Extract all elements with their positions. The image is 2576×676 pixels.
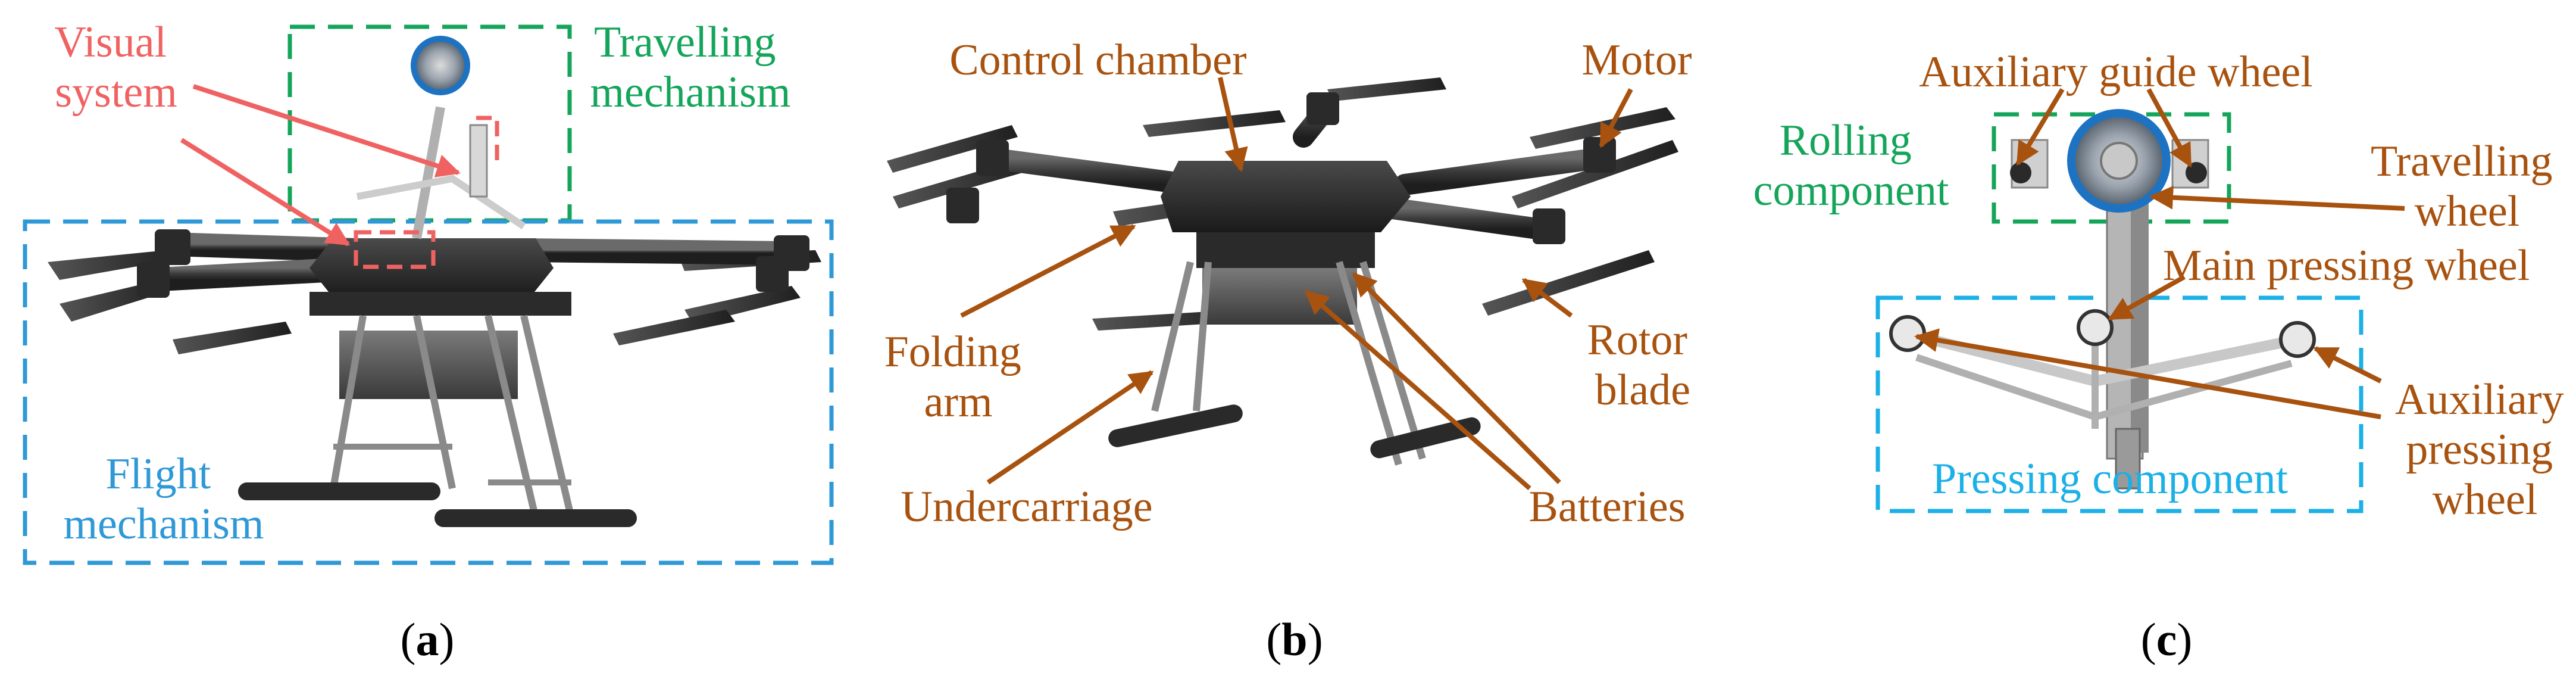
visual-system-label: Visual system — [54, 18, 177, 117]
pressing-component-label: Pressing component — [1932, 454, 2289, 503]
flight-mechanism-box — [23, 219, 834, 565]
motor-label: Motor — [1582, 36, 1692, 85]
caption-a: (a) — [401, 613, 455, 665]
main-pressing-wheel-label: Main pressing wheel — [2163, 241, 2530, 290]
drone-b-illustration — [887, 77, 1678, 466]
visual-system-arrow-2 — [192, 84, 461, 177]
rolling-component-label: Rolling component — [1753, 116, 1949, 215]
auxiliary-pressing-wheel-label: Auxiliary pressing wheel — [2395, 375, 2575, 524]
auxiliary-guide-wheel-label: Auxiliary guide wheel — [1919, 48, 2313, 96]
travelling-mechanism-label: Travelling mechanism — [590, 18, 790, 117]
drone-a-illustration — [48, 36, 821, 527]
caption-b: (b) — [1266, 613, 1323, 665]
travelling-wheel-label: Travelling wheel — [2371, 137, 2564, 236]
visual-system-arrow-1 — [180, 138, 351, 247]
control-chamber-label: Control chamber — [949, 36, 1246, 85]
batteries-label: Batteries — [1528, 482, 1685, 531]
panel-b: Control chamber Motor Folding arm Rotor … — [884, 36, 1698, 665]
panel-a: Visual system Travelling mechanism Fligh… — [23, 18, 834, 665]
caption-c: (c) — [2141, 613, 2193, 665]
rotor-blade-label: Rotor blade — [1587, 316, 1698, 415]
flight-mechanism-label: Flight mechanism — [63, 450, 264, 549]
undercarriage-label: Undercarriage — [901, 482, 1152, 531]
folding-arm-label: Folding arm — [884, 328, 1033, 426]
panel-c: Auxiliary guide wheel Rolling component … — [1753, 48, 2575, 665]
travelling-robot-illustration — [1889, 109, 2316, 490]
